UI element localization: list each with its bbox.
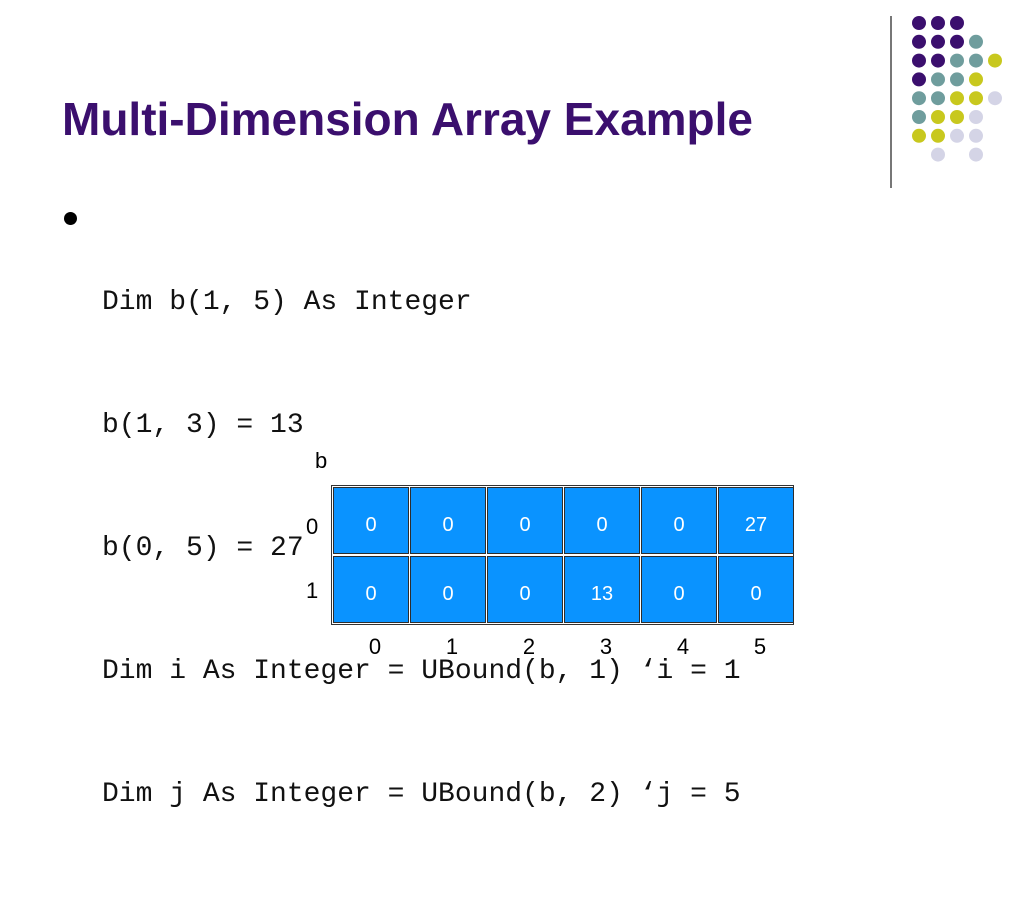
- decorative-dot: [950, 72, 964, 87]
- decorative-dot: [912, 53, 926, 68]
- column-index-label: 1: [445, 634, 459, 659]
- decorative-dot: [969, 34, 983, 49]
- decorative-dot: [931, 34, 945, 49]
- row-index-label: 1: [306, 578, 319, 603]
- decorative-dot: [950, 128, 964, 143]
- array-cell: 0: [718, 556, 794, 623]
- code-line: b(0, 5) = 27: [102, 533, 304, 564]
- decorative-dot: [912, 72, 926, 87]
- decorative-dot-grid: [912, 16, 1002, 162]
- array-cell: 0: [641, 556, 717, 623]
- decorative-dot: [988, 53, 1002, 68]
- decorative-dot: [969, 72, 983, 87]
- decorative-dot: [912, 128, 926, 143]
- array-cell: 0: [487, 556, 563, 623]
- divider-line: [890, 16, 892, 188]
- decorative-dot: [931, 128, 945, 143]
- code-line: Dim i As Integer = UBound(b, 1) ‘i = 1: [102, 656, 741, 687]
- decorative-dot: [988, 91, 1002, 106]
- decorative-dot: [950, 34, 964, 49]
- decorative-dot: [950, 53, 964, 68]
- decorative-dot: [912, 91, 926, 106]
- code-line: b(1, 3) = 13: [102, 410, 304, 441]
- decorative-dot: [931, 72, 945, 87]
- array-cell: 0: [410, 556, 486, 623]
- decorative-dot: [931, 53, 945, 68]
- row-index-label: 0: [306, 514, 319, 539]
- decorative-dot: [912, 34, 926, 49]
- array-cell: 0: [333, 487, 409, 554]
- decorative-dot: [950, 91, 964, 106]
- decorative-dot: [931, 147, 945, 162]
- decorative-dot: [969, 128, 983, 143]
- array-cell: 13: [564, 556, 640, 623]
- decorative-dot: [931, 91, 945, 106]
- decorative-dot: [969, 91, 983, 106]
- array-cell: 0: [410, 487, 486, 554]
- array-cell: 0: [333, 556, 409, 623]
- bullet-dot-icon: [64, 212, 77, 225]
- decorative-dot: [931, 16, 945, 30]
- column-index-label: 5: [753, 634, 767, 659]
- array-cell: 27: [718, 487, 794, 554]
- column-index-label: 2: [522, 634, 536, 659]
- column-index-label: 3: [599, 634, 613, 659]
- column-index-label: 4: [676, 634, 690, 659]
- array-cell: 0: [564, 487, 640, 554]
- decorative-dot: [912, 110, 926, 124]
- array-cell: 0: [487, 487, 563, 554]
- column-index-label: 0: [368, 634, 382, 659]
- decorative-dot: [950, 110, 964, 124]
- decorative-dot: [931, 110, 945, 124]
- array-name-label: b: [315, 448, 328, 473]
- array-cell: 0: [641, 487, 717, 554]
- decorative-dot: [912, 16, 926, 30]
- decorative-dot: [950, 16, 964, 30]
- slide-title: Multi-Dimension Array Example: [62, 93, 754, 145]
- decorative-dot: [969, 110, 983, 124]
- decorative-dot: [969, 53, 983, 68]
- decorative-dot: [969, 147, 983, 162]
- code-line: Dim b(1, 5) As Integer: [102, 287, 472, 318]
- code-line: Dim j As Integer = UBound(b, 2) ‘j = 5: [102, 779, 741, 810]
